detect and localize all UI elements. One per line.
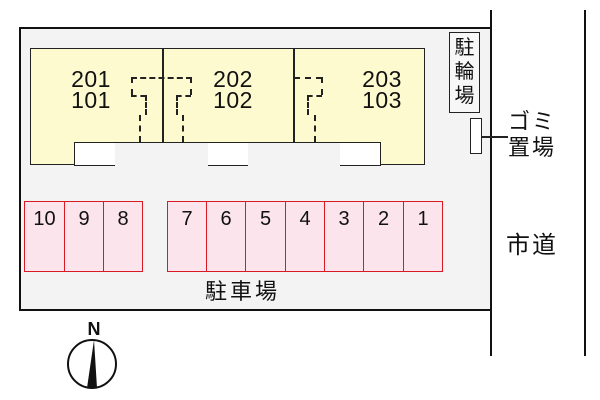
walkway-gap xyxy=(248,142,340,167)
stair-dashed-line xyxy=(139,115,141,142)
slot-number: 6 xyxy=(220,208,232,230)
stair-dashed-line xyxy=(321,77,323,95)
unit-upper-number: 202 xyxy=(213,66,253,92)
parking-slot-4[interactable]: 4 xyxy=(285,201,325,272)
walkway-gap xyxy=(115,142,208,167)
stair-dashed-line xyxy=(176,95,191,97)
slot-number: 9 xyxy=(78,208,90,230)
garbage-area[interactable] xyxy=(470,118,482,154)
parking-slot-5[interactable]: 5 xyxy=(245,201,286,272)
stair-dashed-line xyxy=(307,95,309,115)
parking-slot-10[interactable]: 10 xyxy=(24,201,65,272)
city-road-label: 市道 xyxy=(506,231,558,259)
slot-number: 2 xyxy=(377,208,390,230)
parking-label: 駐車場 xyxy=(205,280,281,305)
stair-dashed-line xyxy=(176,95,178,115)
stair-dashed-line xyxy=(314,115,316,142)
parking-slot-6[interactable]: 6 xyxy=(206,201,246,272)
parking-slot-8[interactable]: 8 xyxy=(103,201,143,272)
slot-number: 7 xyxy=(181,208,193,230)
stair-dashed-line xyxy=(307,95,322,97)
unit-lower-number: 102 xyxy=(213,87,253,113)
slot-number: 3 xyxy=(338,208,350,230)
parking-slot-7[interactable]: 7 xyxy=(167,201,207,272)
stair-dashed-line xyxy=(145,95,147,115)
slot-number: 10 xyxy=(33,208,56,230)
bicycle-parking-label: 駐輪場 xyxy=(454,35,475,107)
stair-dashed-line xyxy=(131,77,192,79)
bicycle-parking[interactable]: 駐輪場 xyxy=(449,32,480,113)
north-label: N xyxy=(87,319,101,339)
slot-number: 8 xyxy=(117,208,129,230)
stair-dashed-line xyxy=(131,95,146,97)
stair-dashed-line xyxy=(182,115,184,142)
slot-number: 5 xyxy=(259,208,272,230)
garbage-leader-line xyxy=(482,136,508,138)
entrance-101 xyxy=(74,142,116,166)
entrance-102 xyxy=(207,142,249,166)
unit-divider xyxy=(162,48,164,143)
unit-upper-number: 203 xyxy=(362,66,402,92)
stair-dashed-line xyxy=(190,77,192,95)
stair-dashed-line xyxy=(294,77,322,79)
slot-number: 1 xyxy=(417,208,429,230)
unit-upper-number: 201 xyxy=(71,66,111,92)
parking-slot-9[interactable]: 9 xyxy=(64,201,104,272)
compass-icon xyxy=(66,338,118,390)
stair-dashed-line xyxy=(131,77,133,95)
unit-lower-number: 103 xyxy=(362,87,402,113)
parking-slot-1[interactable]: 1 xyxy=(403,201,443,272)
parking-slot-3[interactable]: 3 xyxy=(324,201,364,272)
road-boundary-line-east xyxy=(584,10,586,356)
slot-number: 4 xyxy=(299,208,311,230)
unit-divider xyxy=(293,48,295,143)
entrance-103 xyxy=(339,142,381,166)
unit-lower-number: 101 xyxy=(71,87,111,113)
garbage-area-label: ゴミ置場 xyxy=(508,110,557,161)
parking-slot-2[interactable]: 2 xyxy=(363,201,404,272)
